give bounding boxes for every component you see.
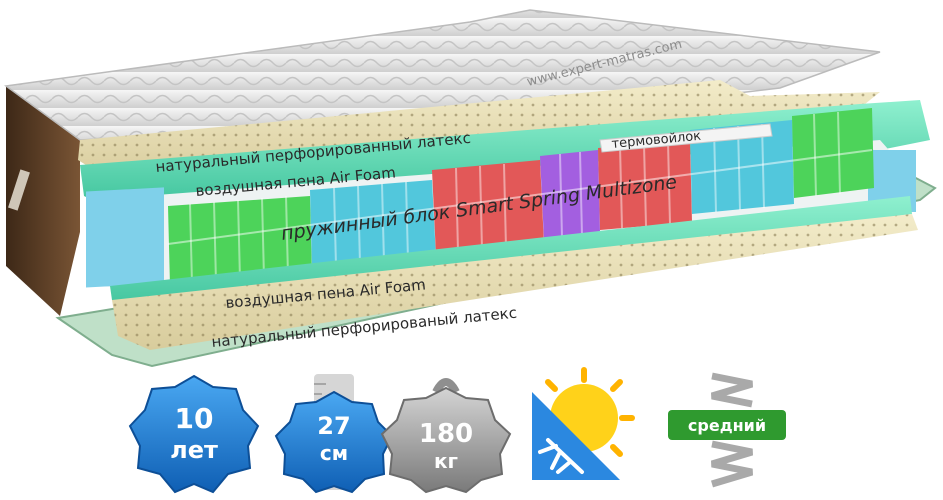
blue-foam-insert-left (86, 187, 164, 288)
height-badge-shape (274, 390, 394, 494)
weight-value: 180 (419, 419, 473, 449)
height-badge: 27 см (274, 374, 394, 494)
zone-purple (540, 150, 600, 240)
spring-icon (710, 372, 754, 488)
warranty-badge: 10 лет (128, 374, 260, 494)
warranty-unit: лет (170, 436, 218, 464)
height-unit: см (320, 441, 348, 465)
zone-blue-left (310, 180, 436, 268)
spring-zones (167, 108, 874, 286)
bottom-latex-perforation (112, 214, 918, 350)
zone-red-right (598, 140, 692, 230)
weight-badge: 180 кг (380, 378, 512, 494)
thermofelt-layer (599, 123, 773, 153)
firmness-badge: средний (668, 372, 786, 488)
side-logo-patch (8, 169, 30, 211)
firmness-label-box (668, 410, 786, 440)
weight-handle-icon (432, 378, 460, 394)
weight-unit: кг (434, 449, 458, 473)
zone-green-right (792, 108, 874, 198)
zone-red-left (432, 160, 544, 256)
top-foam-layer (80, 100, 930, 208)
firmness-label: средний (688, 416, 766, 435)
warranty-badge-shape (128, 374, 260, 494)
mattress-side-fabric (6, 86, 80, 316)
height-value: 27 (317, 412, 350, 440)
warranty-value: 10 (175, 402, 214, 435)
sun-snowflake-icon (532, 367, 635, 480)
zone-green-left (168, 196, 312, 286)
weight-badge-shape (380, 386, 512, 494)
